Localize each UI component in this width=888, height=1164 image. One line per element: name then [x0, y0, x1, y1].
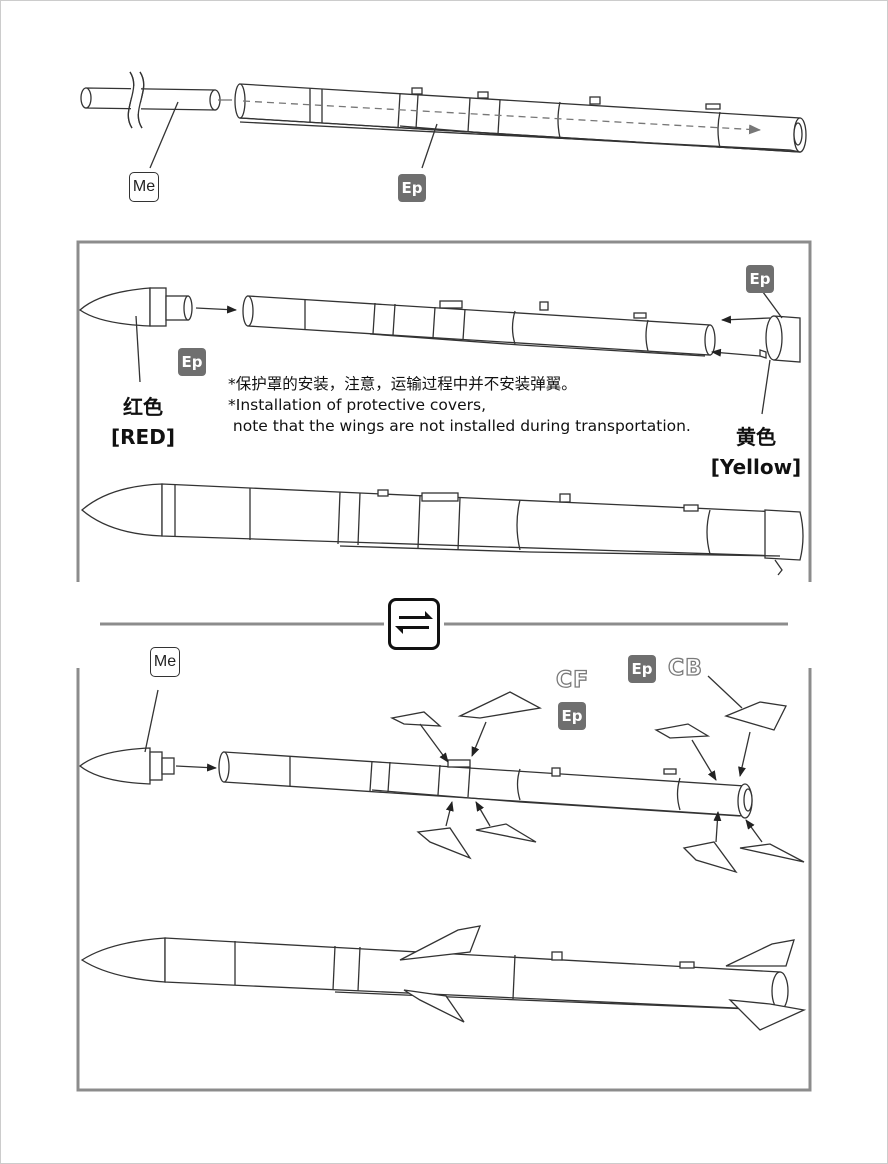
metal-badge-nose: Me — [150, 647, 180, 677]
rear-fin-top-right — [724, 701, 787, 731]
metal-code: Me — [153, 653, 177, 670]
photoetch-badge-front-fin: Ep — [558, 702, 586, 730]
red-nose-cover — [78, 287, 151, 327]
missile-body-top — [239, 83, 801, 153]
rear-fin-top-left — [654, 723, 711, 739]
metal-badge-rod: Me — [129, 172, 159, 202]
step-rod-insertion — [80, 71, 807, 169]
photoetch-badge-red-cover: Ep — [178, 348, 206, 376]
metal-rod — [85, 87, 216, 111]
final-assembled-missile — [80, 925, 807, 1031]
rear-fin-bottom-right — [739, 843, 805, 863]
note-english-line2: note that the wings are not installed du… — [228, 417, 691, 435]
front-fin-code: CF — [555, 667, 590, 693]
section-frame — [76, 240, 812, 1092]
yellow-label-en: [Yellow] — [710, 455, 802, 479]
swap-icon — [388, 598, 440, 650]
red-label-cn: 红色 — [123, 395, 163, 419]
photoetch-code: Ep — [181, 353, 203, 371]
nose-cone — [78, 747, 151, 785]
photoetch-code: Ep — [749, 270, 771, 288]
front-fin-top-right — [457, 691, 542, 719]
photoetch-badge-step1: Ep — [398, 174, 426, 202]
photoetch-code: Ep — [631, 660, 653, 678]
assembled-with-covers — [81, 483, 804, 576]
red-cover-label: 红色 [RED] — [98, 392, 188, 452]
photoetch-code: Ep — [561, 707, 583, 725]
photoetch-badge-yellow-cover: Ep — [746, 265, 774, 293]
rear-fin-code: CB — [667, 655, 703, 681]
front-fin-bottom-left — [416, 827, 472, 860]
rear-fin-bottom-left — [682, 841, 738, 874]
metal-code: Me — [132, 178, 156, 195]
yellow-cover-label: 黄色 [Yellow] — [704, 422, 808, 482]
step-protective-covers — [78, 287, 801, 415]
front-fin-bottom-right — [475, 823, 537, 843]
step-fin-installation — [78, 675, 805, 874]
note-english-line1: *Installation of protective covers, — [228, 396, 486, 414]
front-fin-top-left — [389, 711, 442, 727]
arrow-icon — [395, 611, 433, 634]
red-label-en: [RED] — [111, 425, 175, 449]
photoetch-badge-rear-fin: Ep — [628, 655, 656, 683]
note-chinese: *保护罩的安装，注意，运输过程中并不安装弹翼。 — [228, 375, 577, 393]
photoetch-code: Ep — [401, 179, 423, 197]
yellow-label-cn: 黄色 — [736, 425, 776, 449]
